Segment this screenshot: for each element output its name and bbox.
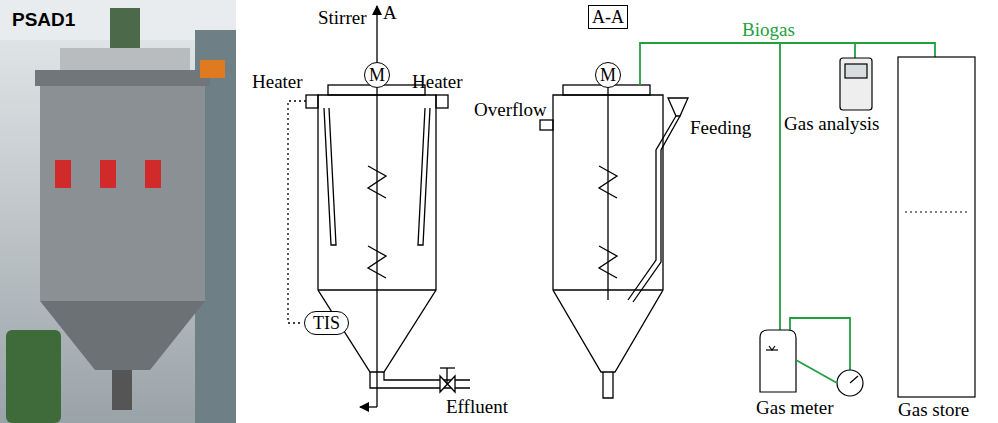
part-label: Heater [412,72,463,92]
motor-symbol: M [595,62,621,88]
part-label: Biogas [742,20,795,40]
node-text: TIS [313,313,340,333]
part-label: Gas analysis [784,114,880,134]
part-label: Heater [252,72,303,92]
part-label: Feeding [690,118,751,138]
part-label: Stirrer [318,8,367,28]
part-label: Gas store [898,400,969,420]
gas-equipment [760,57,975,397]
reactor-section-aa [540,85,688,398]
part-label: Effluent [446,397,508,417]
node-text: M [600,65,616,85]
motor-symbol: M [364,62,390,88]
reactor-photo [0,0,236,423]
photo-label: PSAD1 [12,10,75,30]
part-label: A [383,3,397,23]
part-label: Overflow [474,100,547,120]
reactor-section [288,6,470,407]
node-text: M [369,65,385,85]
section-box: A-A [588,5,628,29]
node-text: A-A [592,7,624,27]
sensor-box: TIS [304,311,349,335]
biogas-pipes [640,43,935,370]
part-label: Gas meter [756,398,834,418]
